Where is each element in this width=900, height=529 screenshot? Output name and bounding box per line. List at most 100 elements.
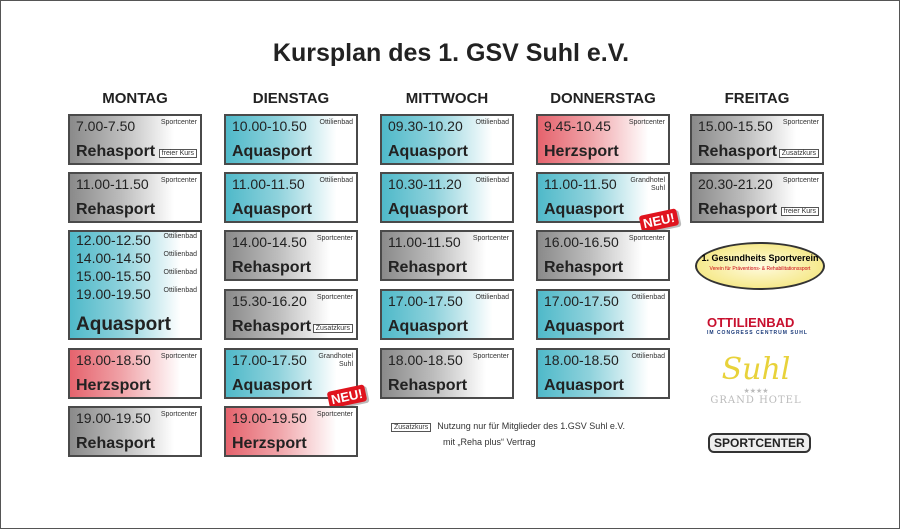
course-time: 11.00-11.50 xyxy=(76,176,149,192)
hotel-logo-name: GRAND HOTEL xyxy=(710,395,802,406)
course-sport: Aquasport xyxy=(544,318,624,335)
course-sport: Rehasport xyxy=(698,201,778,218)
course-sport: Aquasport xyxy=(76,314,171,335)
course-slot: 11.00-11.50 Sportcenter xyxy=(382,232,512,250)
course-time: 15.00-15.50 xyxy=(698,118,773,134)
course-time: 17.00-17.50 xyxy=(388,293,463,309)
course-sport: Aquasport xyxy=(232,377,312,394)
course-sport: Aquasport xyxy=(388,201,468,218)
course-venue: Ottilienbad xyxy=(475,294,509,301)
course-time: 18.00-18.50 xyxy=(388,352,463,368)
course-tag: Zusatzkurs xyxy=(312,324,353,333)
course-sport: Herzsport xyxy=(544,143,619,160)
hotel-logo-script: Suhl xyxy=(721,352,791,387)
course-time: 18.00-18.50 xyxy=(76,352,151,368)
course-tag: Zusatzkurs xyxy=(778,149,819,158)
course-venue: Ottilienbad xyxy=(319,119,353,126)
ottilienbad-logo: OTTILIENBAD IM CONGRESS CENTRUM SUHL xyxy=(707,315,808,336)
course-venue: Ottilienbad xyxy=(631,294,665,301)
day-header-mittwoch: MITTWOCH xyxy=(405,90,489,107)
course-sport: Rehasport xyxy=(232,318,312,335)
course-slot: 11.00-11.50 Sportcenter xyxy=(70,174,200,192)
course-venue: Sportcenter xyxy=(472,235,509,242)
course-slot: 18.00-18.50 Sportcenter xyxy=(382,350,512,368)
course-slot: 18.00-18.50 Sportcenter xyxy=(70,350,200,368)
course-venue: Ottilienbad xyxy=(475,177,509,184)
course-venue: Sportcenter xyxy=(160,177,197,184)
course-time: 11.00-11.50 xyxy=(232,176,305,192)
course-sport: Aquasport xyxy=(388,143,468,160)
course-time: 11.00-11.50 xyxy=(388,234,461,250)
course-venue: Sportcenter xyxy=(782,119,819,126)
course-venue: Sportcenter xyxy=(782,177,819,184)
course-venue: Ottilienbad xyxy=(475,119,509,126)
course-venue: Ottilienbad xyxy=(163,251,197,258)
course-sport: Herzsport xyxy=(232,435,307,452)
course-venue: Sportcenter xyxy=(628,235,665,242)
course-sport: Rehasport xyxy=(544,259,624,276)
course-venue: Sportcenter xyxy=(316,411,353,418)
course-sport: Rehasport xyxy=(388,377,468,394)
page-title: Kursplan des 1. GSV Suhl e.V. xyxy=(272,39,630,67)
course-venue: Sportcenter xyxy=(160,353,197,360)
day-header-freitag: FREITAG xyxy=(724,90,790,107)
hotel-logo-stars: ★★★★ xyxy=(743,388,769,395)
course-venue: Sportcenter xyxy=(160,119,197,126)
course-venue: Sportcenter xyxy=(160,411,197,418)
course-slot: 15.00-15.50 Sportcenter xyxy=(692,116,822,134)
course-time: 15.00-15.50 xyxy=(76,268,151,284)
course-time: 16.00-16.50 xyxy=(544,234,619,250)
course-venue: Sportcenter xyxy=(316,235,353,242)
course-sport: Rehasport xyxy=(388,259,468,276)
course-sport: Rehasport xyxy=(76,143,156,160)
course-slot: 16.00-16.50 Sportcenter xyxy=(538,232,668,250)
course-sport: Rehasport xyxy=(76,201,156,218)
course-venue: Sportcenter xyxy=(472,353,509,360)
legend-line-2: mit „Reha plus“ Vertrag xyxy=(443,437,536,447)
course-sport: Aquasport xyxy=(232,143,312,160)
gsv-logo-name: 1. Gesundheits Sportverein xyxy=(701,253,819,263)
course-time: 18.00-18.50 xyxy=(544,352,619,368)
course-sport: Aquasport xyxy=(544,377,624,394)
